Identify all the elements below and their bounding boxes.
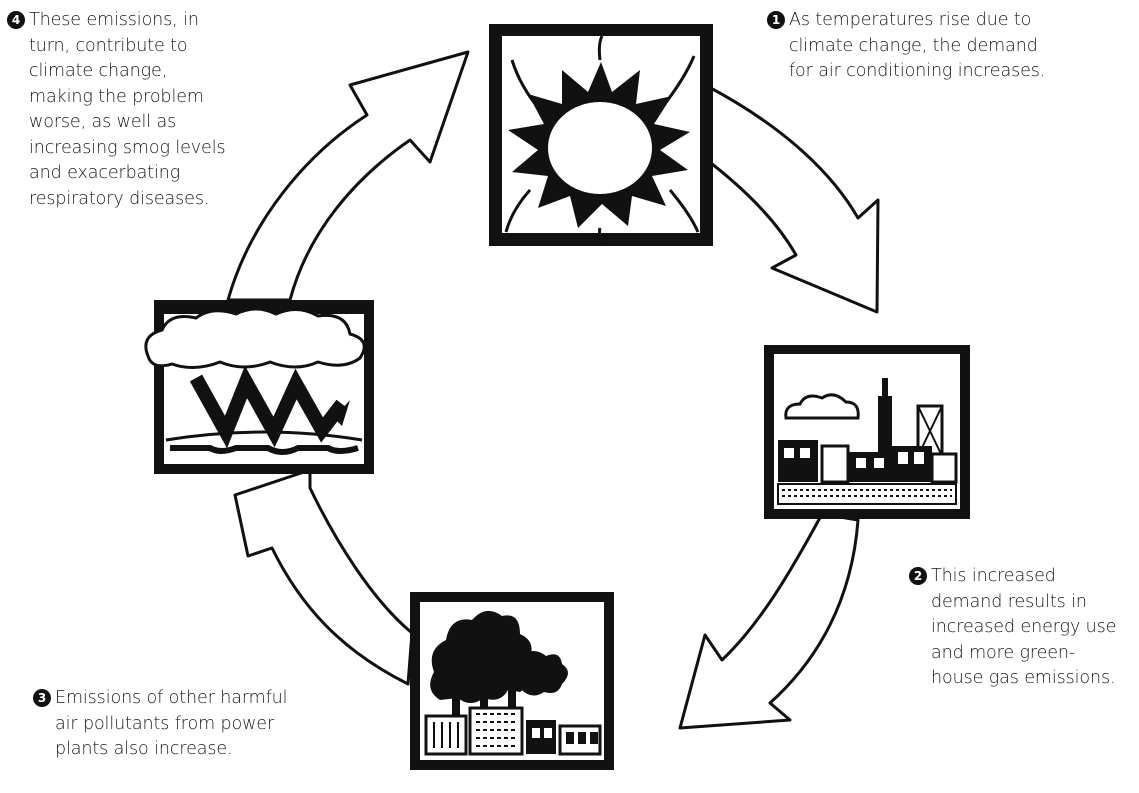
step-4-line-2: turn, contribute to: [29, 35, 188, 56]
step-4-line-6: increasing smog levels: [29, 137, 226, 158]
step-2-line-1: This increased: [931, 566, 1056, 586]
step-4-line-1: These emissions, in: [29, 10, 199, 30]
step-4-line-4: making the problem: [29, 86, 204, 107]
step-2-line-2: demand results in: [931, 591, 1087, 612]
power-plant-smoke-icon: [410, 592, 614, 770]
step-1-line-1: As temperatures rise due to: [789, 10, 1032, 30]
step-4-line-8: respiratory diseases.: [29, 188, 210, 209]
step-1-number: 1: [767, 11, 785, 29]
step-4-line-7: and exacerbating: [29, 163, 181, 183]
step-4-line-3: climate change,: [29, 61, 168, 81]
sun-icon: [489, 24, 713, 246]
step-3-line-2: air pollutants from power: [55, 713, 275, 734]
step-4-line-5: worse, as well as: [29, 112, 177, 132]
step-4-number: 4: [7, 11, 25, 29]
cycle-arrow-bottom-left: [233, 468, 414, 686]
step-1-line-3: for air conditioning increases.: [789, 61, 1046, 81]
step-3-number: 3: [33, 689, 51, 707]
cycle-arrow-top-left: [226, 50, 470, 302]
step-3-line-3: plants also increase.: [55, 739, 233, 759]
cycle-arrow-bottom-right: [678, 512, 860, 730]
step-1-line-2: climate change, the demand: [789, 35, 1038, 56]
step-3-line-1: Emissions of other harmful: [55, 688, 288, 708]
smog-zigzag-icon: [144, 300, 374, 474]
step-2-line-3: increased energy use: [931, 617, 1117, 637]
city-skyline-icon: [764, 345, 970, 519]
step-2-number: 2: [909, 567, 927, 585]
step-2-line-5: house gas emissions.: [931, 668, 1116, 688]
cycle-arrow-top-right: [701, 84, 880, 314]
step-2-line-4: and more green-: [931, 642, 1076, 663]
